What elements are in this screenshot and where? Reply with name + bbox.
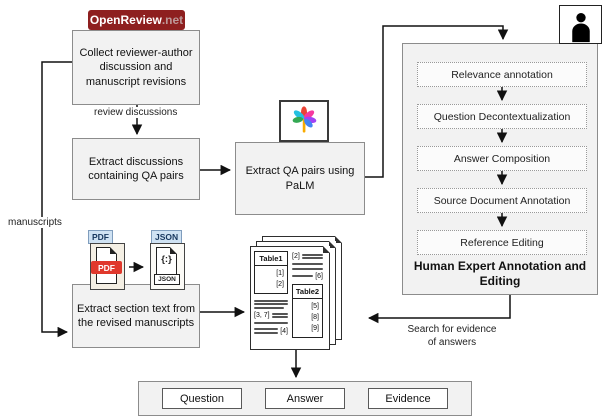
ref-6: [6] bbox=[315, 272, 323, 280]
ref-4-row: [4] bbox=[254, 327, 288, 336]
text-line bbox=[271, 312, 288, 315]
step-reference-editing: Reference Editing bbox=[417, 230, 587, 255]
pdf-file-icon: PDF bbox=[90, 243, 125, 290]
ref-1: [1] bbox=[276, 270, 284, 277]
arrow-panel-to-document bbox=[367, 295, 511, 324]
collect-discussion-box: Collect reviewer-author discussion and m… bbox=[72, 30, 200, 105]
pdf-chip: PDF bbox=[88, 230, 113, 244]
step-source-document-annotation: Source Document Annotation bbox=[417, 188, 587, 213]
text-line bbox=[254, 331, 279, 334]
step-relevance-annotation: Relevance annotation bbox=[417, 62, 587, 87]
text-lines bbox=[292, 274, 314, 279]
text-line bbox=[301, 253, 323, 256]
text-line bbox=[254, 299, 288, 302]
palm-tree-logo-icon bbox=[292, 106, 317, 133]
openreview-logo-text: OpenReview bbox=[89, 13, 162, 27]
page-right-column: [2] [6] Table2 [5] bbox=[292, 251, 323, 345]
ref-2-row: [2] bbox=[292, 252, 323, 261]
json-chip: JSON bbox=[151, 230, 183, 244]
page-fold-icon bbox=[329, 241, 336, 248]
text-line bbox=[292, 275, 314, 277]
pdf-ribbon: PDF bbox=[91, 261, 122, 274]
label-manuscripts: manuscripts bbox=[6, 217, 64, 228]
ref-6-row: [6] bbox=[292, 273, 323, 280]
openreview-logo-suffix: .net bbox=[161, 13, 184, 27]
palm-logo-box bbox=[279, 100, 329, 142]
text-lines bbox=[271, 311, 288, 320]
ref-8: [8] bbox=[311, 313, 319, 321]
annotator-box bbox=[559, 5, 602, 44]
table1: Table1 [1] [2] bbox=[254, 251, 288, 295]
table2-label: Table2 bbox=[293, 285, 322, 299]
json-glyph: {:} bbox=[161, 254, 172, 265]
page-fold-icon bbox=[170, 247, 177, 254]
page-front-content: Table1 [1] [2] [3, 7] bbox=[250, 246, 330, 350]
openreview-logo: OpenReview.net bbox=[88, 10, 185, 30]
output-item-question: Question bbox=[162, 388, 242, 409]
arrow-manuscripts bbox=[41, 61, 72, 338]
page-fold-icon bbox=[110, 247, 117, 254]
json-file-icon: {:} JSON bbox=[150, 243, 185, 290]
manuscript-pages: Table1 [1] [2] [3, 7] bbox=[250, 236, 344, 352]
label-review-discussions: review discussions bbox=[92, 107, 180, 118]
table1-refs: [1] [2] bbox=[255, 266, 287, 293]
page-fold-icon bbox=[335, 236, 342, 243]
output-item-answer: Answer bbox=[265, 388, 345, 409]
ref-2-top: [2] bbox=[292, 252, 300, 260]
text-line bbox=[292, 263, 323, 265]
text-line bbox=[301, 257, 323, 259]
text-lines bbox=[254, 298, 288, 310]
text-line bbox=[292, 268, 323, 270]
json-banner: JSON bbox=[154, 274, 180, 285]
ref-3-7: [3, 7] bbox=[254, 312, 270, 320]
table2-refs: [5] [8] [9] bbox=[293, 299, 322, 338]
step-question-decontextualization: Question Decontextualization bbox=[417, 104, 587, 129]
text-lines bbox=[254, 327, 279, 336]
text-line bbox=[254, 328, 279, 331]
extract-qa-palm-box: Extract QA pairs using PaLM bbox=[235, 142, 365, 215]
person-icon bbox=[571, 13, 590, 43]
extract-sections-box: Extract section text from the revised ma… bbox=[72, 284, 200, 348]
table1-label: Table1 bbox=[255, 252, 287, 266]
page-left-column: Table1 [1] [2] [3, 7] bbox=[254, 251, 288, 345]
ref-3-7-row: [3, 7] bbox=[254, 311, 288, 320]
ref-4: [4] bbox=[280, 327, 288, 335]
panel-title: Human Expert Annotation and Editing bbox=[413, 259, 587, 288]
text-lines bbox=[301, 252, 323, 261]
text-line bbox=[254, 322, 288, 325]
ref-5: [5] bbox=[311, 302, 319, 310]
label-search-evidence: Search for evidence of answers bbox=[407, 324, 497, 348]
text-line bbox=[254, 303, 288, 306]
step-answer-composition: Answer Composition bbox=[417, 146, 587, 171]
qa-output-box: Question Answer Evidence bbox=[138, 381, 472, 416]
ref-2: [2] bbox=[276, 281, 284, 289]
text-line bbox=[254, 306, 284, 309]
table2: Table2 [5] [8] [9] bbox=[292, 283, 323, 339]
page-fold-icon bbox=[323, 246, 330, 253]
extract-discussions-box: Extract discussions containing QA pairs bbox=[72, 138, 200, 200]
ref-9: [9] bbox=[311, 324, 319, 332]
output-item-evidence: Evidence bbox=[368, 388, 448, 409]
text-line bbox=[271, 316, 288, 319]
